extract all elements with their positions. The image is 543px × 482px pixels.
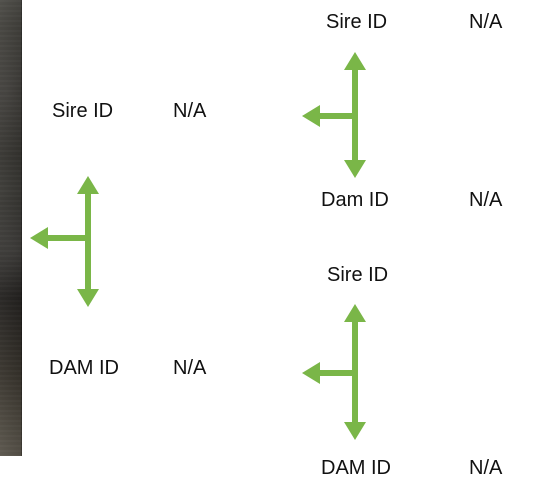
left-dam-label: DAM ID xyxy=(49,357,119,379)
animal-photo-edge xyxy=(0,0,22,456)
upper-dam-label: Dam ID xyxy=(321,189,389,211)
lower-sire-label: Sire ID xyxy=(327,264,389,286)
upper-sire-value: N/A xyxy=(469,11,503,33)
lower-pedigree-arrow-icon xyxy=(302,304,366,440)
left-pedigree-arrow-icon xyxy=(30,176,99,307)
left-sire-value: N/A xyxy=(173,100,207,122)
upper-dam-value: N/A xyxy=(469,189,503,211)
left-sire-label: Sire ID xyxy=(52,100,114,122)
lower-dam-label: DAM ID xyxy=(321,457,391,479)
lower-dam-value: N/A xyxy=(469,457,503,479)
upper-pedigree-arrow-icon xyxy=(302,52,366,178)
left-dam-value: N/A xyxy=(173,357,207,379)
upper-sire-label: Sire ID xyxy=(326,11,388,33)
